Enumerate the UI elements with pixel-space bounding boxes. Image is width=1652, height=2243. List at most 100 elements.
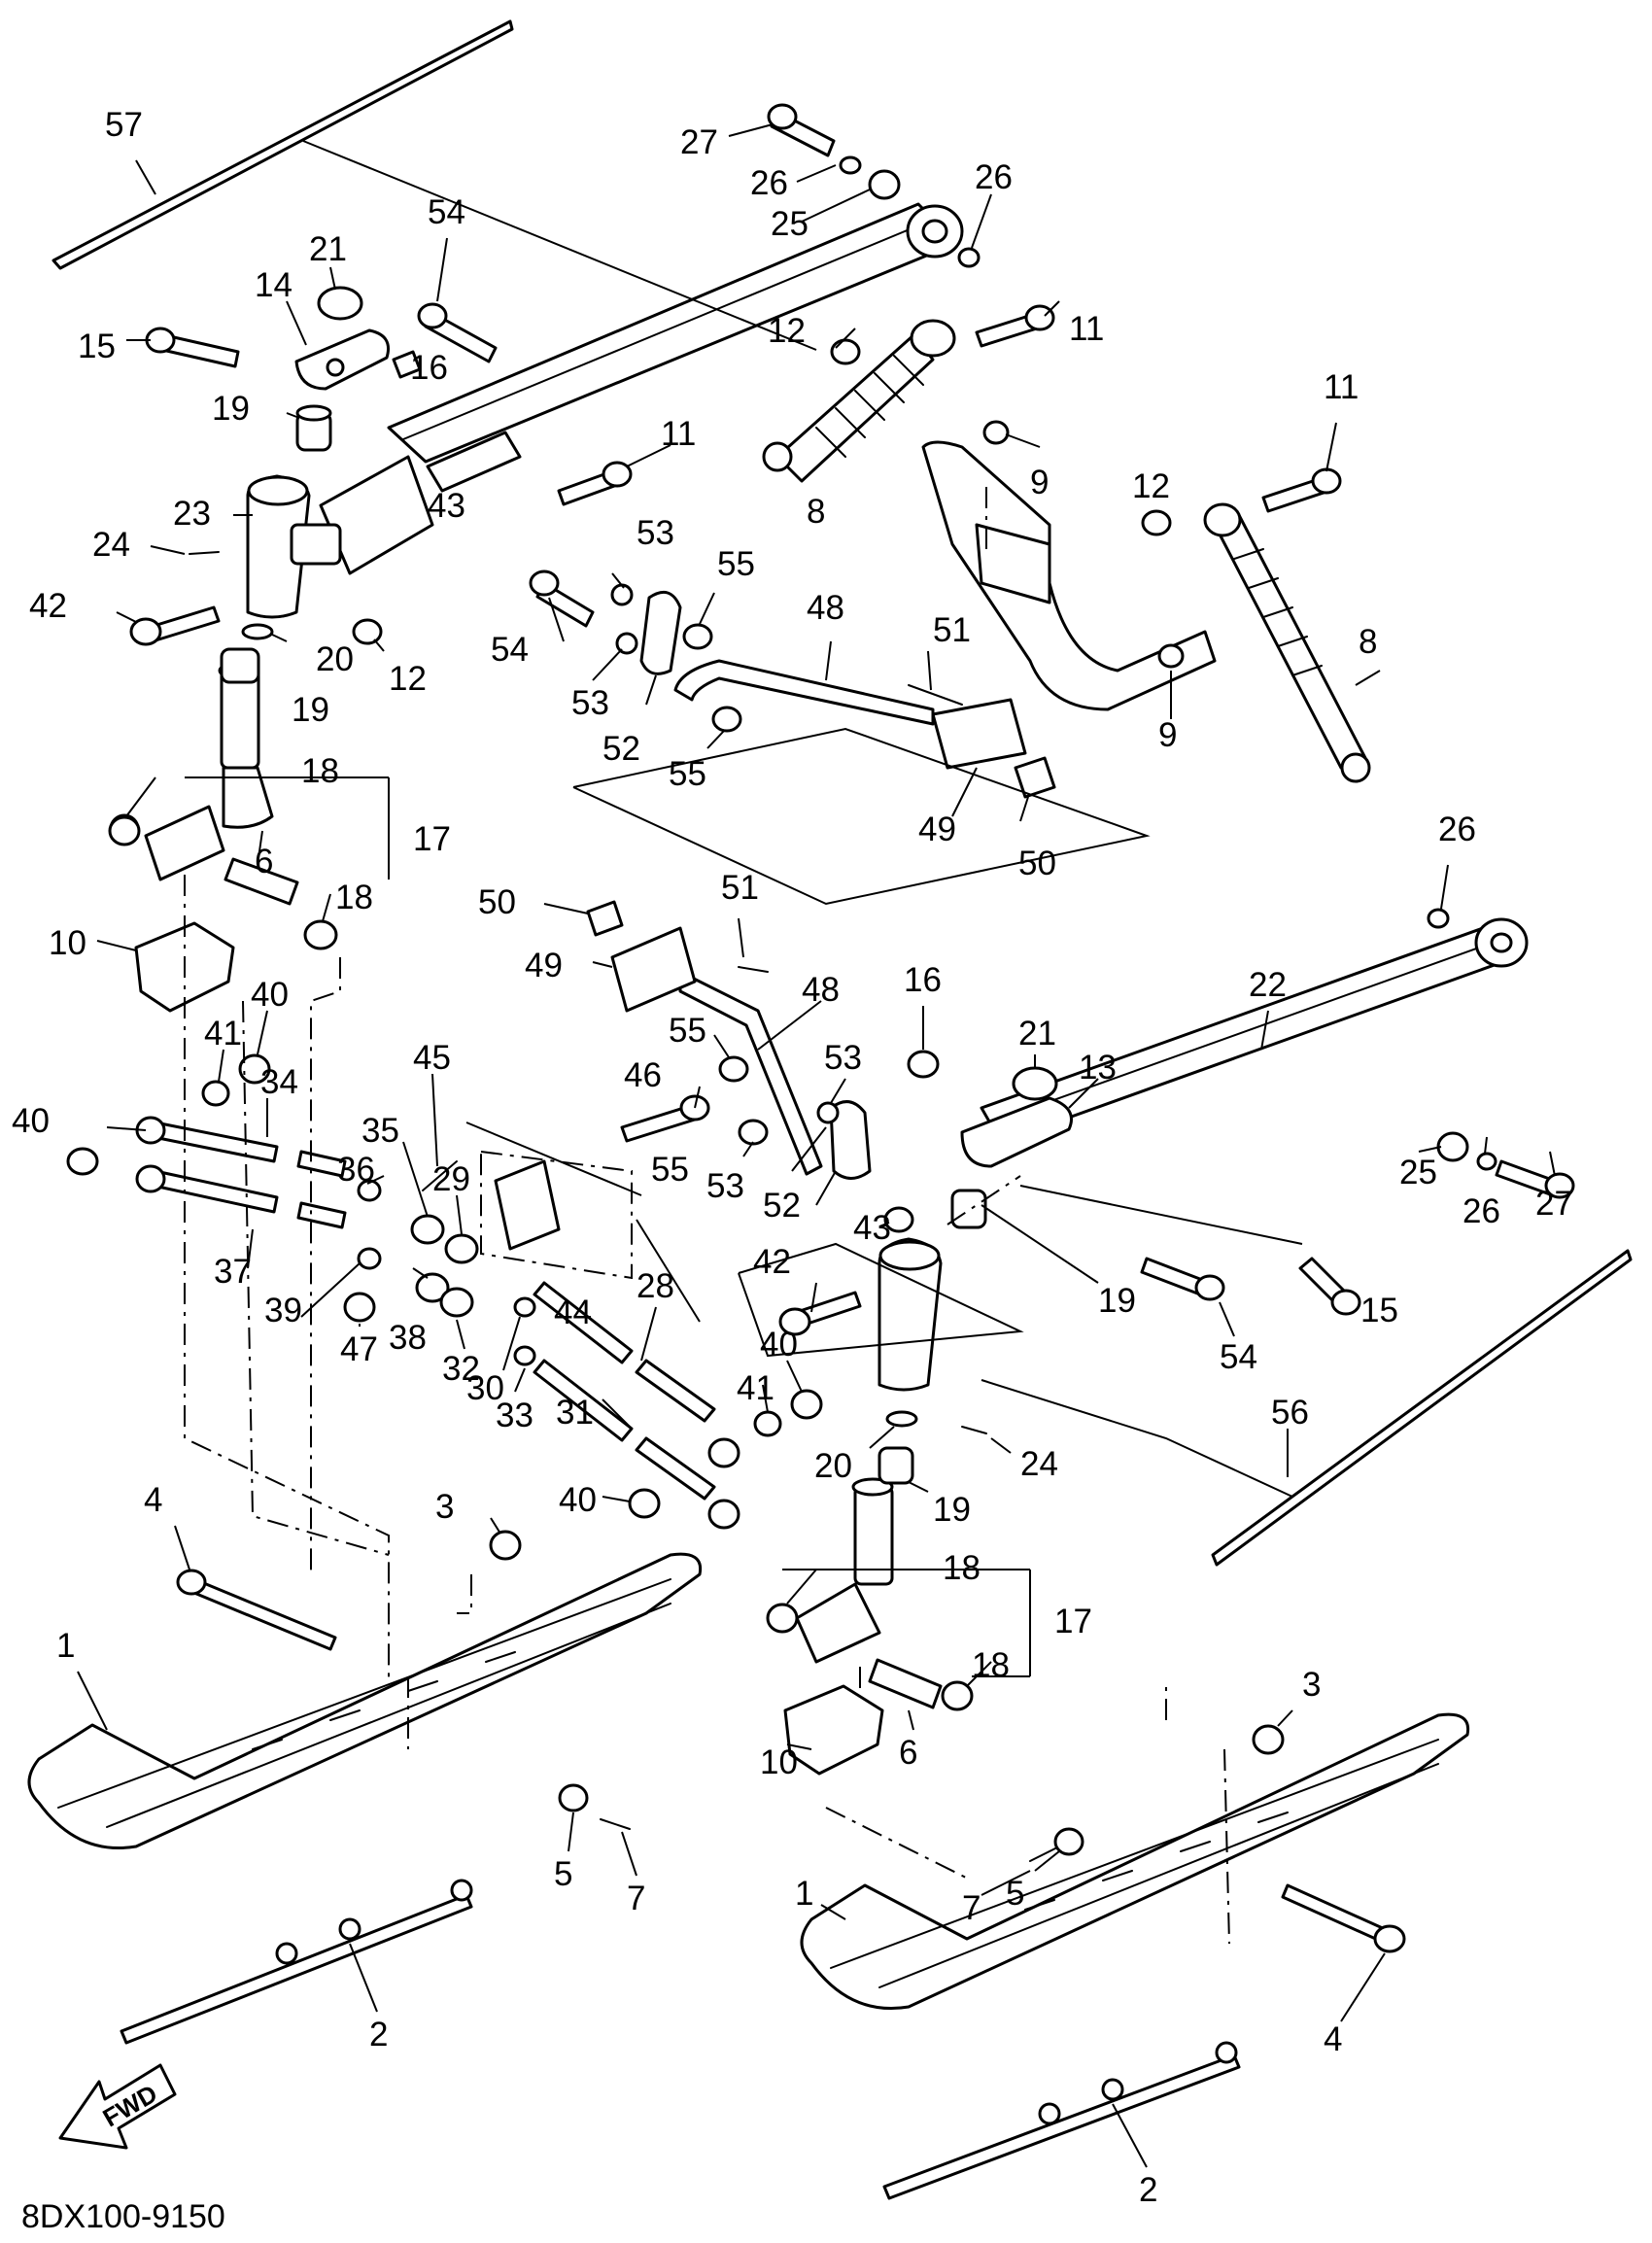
rod-28 bbox=[533, 1281, 716, 1423]
bushing-19-mid bbox=[220, 647, 260, 684]
callout: 40 bbox=[251, 976, 289, 1014]
callout: 54 bbox=[1220, 1338, 1257, 1376]
callout: 25 bbox=[771, 205, 809, 243]
callout: 43 bbox=[853, 1209, 891, 1247]
nut-3-right bbox=[1252, 1724, 1285, 1755]
callout: 27 bbox=[680, 123, 718, 161]
collar-9-a bbox=[982, 420, 1010, 445]
callout: 42 bbox=[29, 587, 67, 625]
bolt-4-right bbox=[1281, 1883, 1406, 1953]
callout: 36 bbox=[337, 1151, 375, 1189]
callout-numbers: 57 27 26 26 25 54 21 14 15 16 12 11 11 1… bbox=[12, 106, 1573, 2209]
nut-16-upper bbox=[392, 350, 422, 379]
bolt-42-lower bbox=[778, 1291, 862, 1336]
callout: 53 bbox=[824, 1039, 862, 1077]
callout: 24 bbox=[92, 526, 130, 564]
forward-direction-arrow: FWD bbox=[58, 2063, 177, 2150]
callout: 55 bbox=[669, 755, 706, 793]
bushing-41-b bbox=[753, 1410, 782, 1437]
link-52-upper bbox=[639, 590, 682, 675]
callout: 12 bbox=[389, 660, 427, 698]
fitting-24-upper bbox=[189, 551, 220, 555]
steering-arm-13 bbox=[960, 1096, 1073, 1168]
callout: 57 bbox=[105, 106, 143, 144]
callout: 16 bbox=[904, 961, 942, 999]
bolt-27-upper bbox=[767, 103, 836, 157]
callout: 19 bbox=[292, 691, 329, 729]
nut-40-b bbox=[66, 1147, 99, 1176]
callout: 5 bbox=[1006, 1875, 1024, 1913]
callout: 17 bbox=[413, 820, 451, 858]
bolt-4-left bbox=[176, 1569, 337, 1651]
ski-1-left bbox=[27, 1552, 703, 1850]
callout: 45 bbox=[413, 1039, 451, 1077]
callout: 4 bbox=[1324, 2020, 1342, 2058]
nut-16-lower bbox=[907, 1050, 940, 1079]
steering-arm-14 bbox=[294, 328, 390, 391]
callout: 19 bbox=[212, 390, 250, 428]
stabilizer-48-upper bbox=[673, 659, 1027, 770]
callout: 12 bbox=[768, 312, 806, 350]
bolt-38 bbox=[415, 1272, 450, 1303]
nut-55-d bbox=[738, 1119, 769, 1146]
bolt-54-lower bbox=[1140, 1257, 1225, 1301]
callout: 44 bbox=[554, 1294, 592, 1331]
callout: 40 bbox=[559, 1481, 597, 1519]
washer-26-d bbox=[1476, 1152, 1497, 1171]
callout: 5 bbox=[554, 1855, 572, 1893]
callout: 1 bbox=[56, 1627, 75, 1665]
decal-56 bbox=[1211, 1249, 1633, 1567]
bolt-32 bbox=[439, 1287, 474, 1318]
collar-25-lower bbox=[1436, 1131, 1469, 1162]
callout: 53 bbox=[571, 684, 609, 722]
callout: 4 bbox=[144, 1481, 162, 1519]
callout: 6 bbox=[255, 843, 273, 880]
collar-30 bbox=[513, 1296, 536, 1318]
nut-12-a bbox=[830, 338, 861, 365]
callout: 47 bbox=[340, 1330, 378, 1368]
callout: 34 bbox=[260, 1063, 298, 1101]
collar-53-a bbox=[610, 583, 634, 606]
runner-2-right bbox=[882, 2041, 1241, 2200]
nut-12-c bbox=[352, 618, 383, 645]
callout: 55 bbox=[669, 1012, 706, 1050]
bolt-54-mid bbox=[529, 569, 595, 628]
callout: 19 bbox=[1098, 1282, 1136, 1320]
callout: 18 bbox=[943, 1549, 981, 1587]
callout: 54 bbox=[491, 631, 529, 669]
washer-20-lower bbox=[885, 1410, 918, 1428]
callout: 20 bbox=[814, 1447, 852, 1485]
callout: 41 bbox=[204, 1015, 242, 1052]
bolt-11-a bbox=[975, 304, 1055, 348]
callout: 56 bbox=[1271, 1394, 1309, 1432]
bushing-19-upper bbox=[295, 404, 332, 452]
clip-7-left bbox=[600, 1818, 631, 1830]
callout: 15 bbox=[78, 328, 116, 365]
center-bracket-44 bbox=[480, 1150, 633, 1280]
callout: 2 bbox=[369, 2016, 388, 2053]
link-52-lower bbox=[829, 1100, 872, 1180]
callout: 7 bbox=[962, 1889, 981, 1927]
callout: 22 bbox=[1249, 966, 1287, 1004]
collar-39 bbox=[357, 1247, 382, 1270]
callout: 37 bbox=[214, 1253, 252, 1291]
callout: 49 bbox=[525, 947, 563, 984]
callout: 51 bbox=[721, 869, 759, 907]
shock-absorber-8-upper bbox=[762, 319, 956, 483]
lower-arm-34 bbox=[135, 1116, 347, 1178]
callout: 6 bbox=[899, 1734, 917, 1772]
callout: 1 bbox=[795, 1875, 813, 1913]
bushing-40-end-b bbox=[707, 1499, 740, 1530]
leader-lines bbox=[77, 123, 1556, 2168]
collar-9-b bbox=[1157, 643, 1185, 669]
spindle-17-left bbox=[109, 661, 274, 881]
callout: 9 bbox=[1158, 716, 1177, 754]
callout: 24 bbox=[1020, 1445, 1058, 1483]
callout: 51 bbox=[933, 611, 971, 649]
bolt-11-c bbox=[1261, 467, 1342, 513]
callout: 18 bbox=[301, 752, 339, 790]
bushing-40-end-a bbox=[707, 1437, 740, 1468]
nut-12-b bbox=[1141, 509, 1172, 536]
lower-arm-37 bbox=[135, 1164, 347, 1229]
callout: 33 bbox=[496, 1397, 533, 1434]
